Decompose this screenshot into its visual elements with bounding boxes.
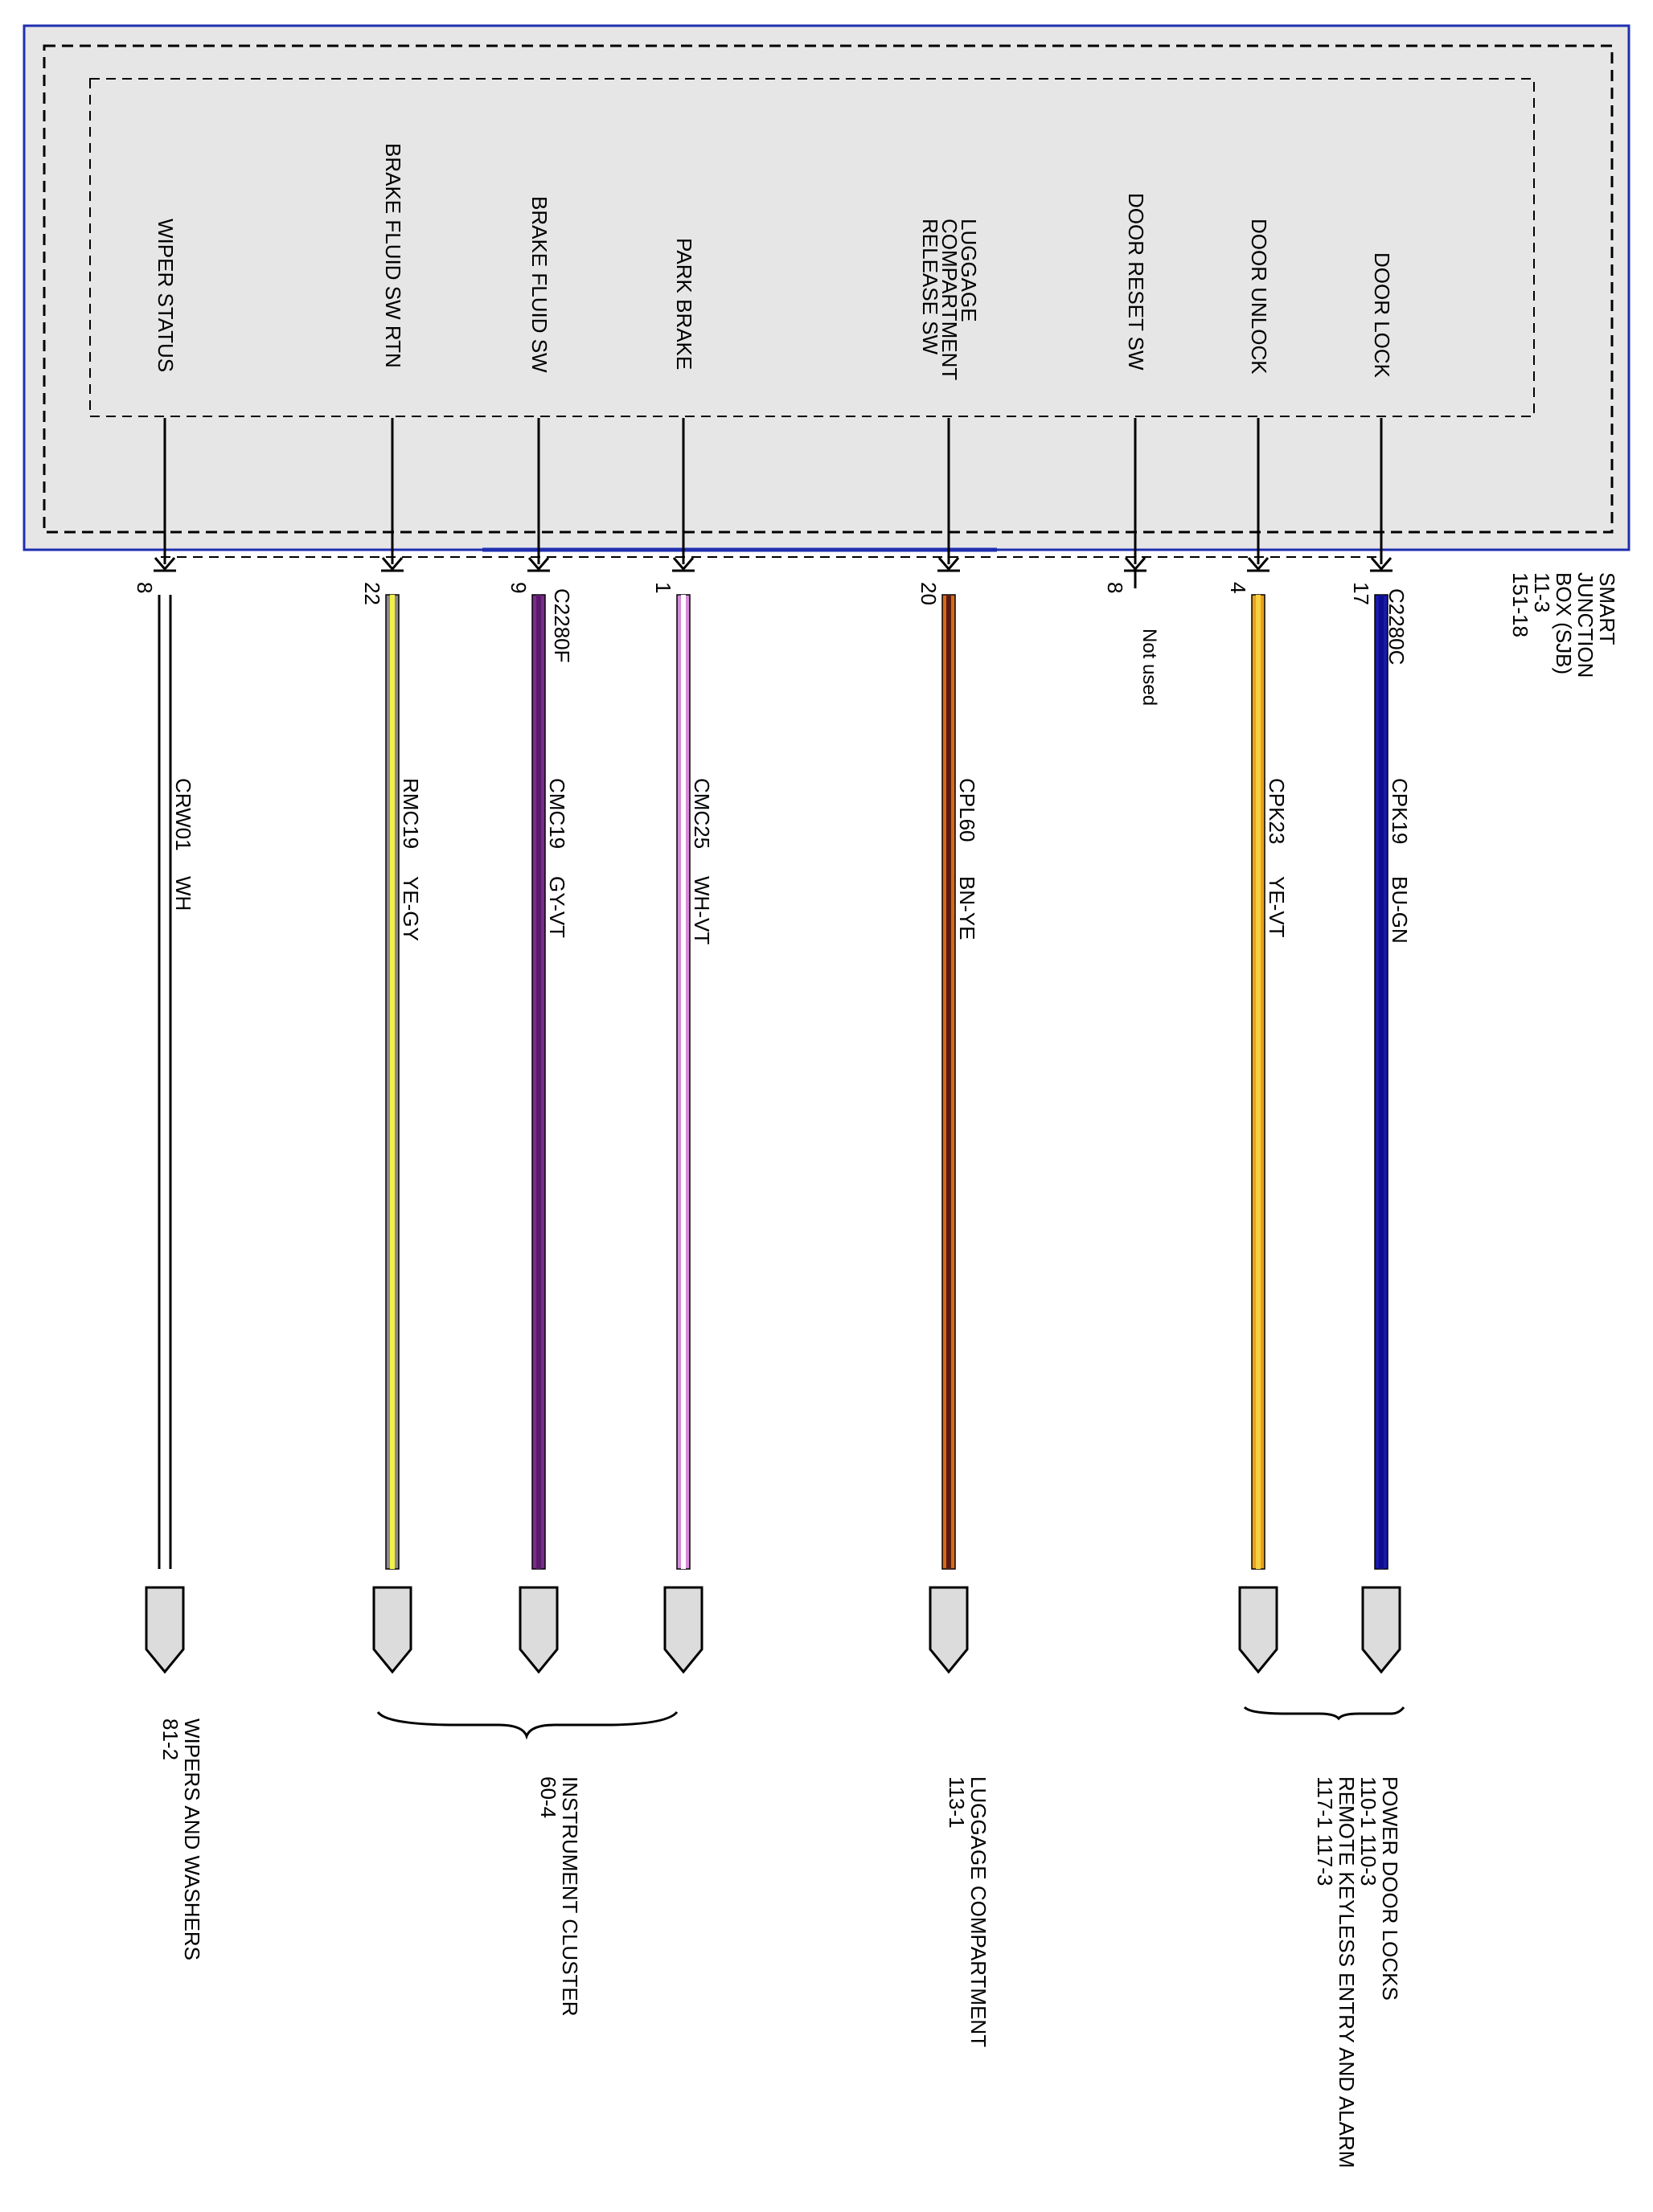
destination-line: INSTRUMENT CLUSTER [558, 1776, 582, 2017]
destination-line: 81-2 [158, 1718, 183, 1760]
pin-arrow [381, 557, 404, 571]
wire-id: CPL60 [955, 778, 979, 842]
wire-color-code: BU-GN [1388, 876, 1412, 944]
module-outer-dashed-border [43, 44, 1614, 534]
wire-stripe [390, 595, 395, 1569]
wire-color-code: GY-VT [545, 876, 569, 938]
pin-number: 20 [917, 582, 941, 605]
module-outline [23, 24, 1630, 551]
wire-stripe [536, 595, 541, 1569]
connector-id-left: C2280F [550, 588, 574, 663]
wire-color-code: YE-GY [399, 876, 423, 941]
destination-power-door-locks: POWER DOOR LOCKS 110-1 110-3 REMOTE KEYL… [1313, 1776, 1402, 2174]
wire-color-code: WH-VT [690, 876, 714, 944]
wire-color-code: BN-YE [955, 876, 979, 940]
wire-id: CMC25 [690, 778, 714, 849]
destination-line: REMOTE KEYLESS ENTRY AND ALARM [1335, 1776, 1359, 2168]
wire-stripe [1379, 595, 1384, 1569]
module-name-line: JUNCTION [1573, 572, 1598, 678]
destination-wipers-and-washers: WIPERS AND WASHERS 81-2 [158, 1718, 204, 1966]
inline-connector [372, 1586, 412, 1674]
inline-connector [929, 1586, 969, 1674]
destination-line: 113-1 [945, 1776, 969, 1829]
wire-id: CPK19 [1388, 778, 1412, 844]
pin-arrow [937, 557, 960, 571]
wire-id: CMC19 [545, 778, 569, 849]
circuit-label-line: COMPARTMENT [937, 219, 962, 380]
pin-arrow [672, 557, 695, 571]
wire-stripe [681, 595, 686, 1569]
destination-line: 110-1 110-3 [1356, 1776, 1380, 1886]
pin-number: 8 [133, 582, 157, 593]
module-inner-dashed-border [89, 78, 1535, 417]
not-used-note: Not used [1138, 629, 1160, 706]
module-name-line: BOX (SJB) [1552, 572, 1576, 674]
circuit-label: BRAKE FLUID SW [527, 196, 552, 373]
pin-number: 4 [1226, 582, 1250, 593]
circuit-label: WIPER STATUS [154, 219, 178, 372]
module-name-line: 151-18 [1508, 572, 1532, 637]
module-name-line: SMART [1595, 572, 1619, 645]
wire-stripe [946, 595, 951, 1569]
pin-number: 22 [360, 582, 384, 605]
pin-number: 1 [651, 582, 675, 593]
destination-luggage-compartment: LUGGAGE COMPARTMENT 113-1 [945, 1776, 991, 2053]
inline-connector [663, 1586, 703, 1674]
circuit-label: PARK BRAKE [672, 238, 696, 370]
destination-line: 117-1 117-3 [1313, 1776, 1337, 1886]
pin-arrow [154, 557, 176, 571]
circuit-label-line: LUGGAGE [957, 219, 981, 322]
pin-number: 8 [1103, 582, 1127, 593]
circuit-label: DOOR RESET SW [1124, 193, 1148, 371]
pin-number: 17 [1349, 582, 1373, 605]
pin-arrow [1124, 557, 1146, 571]
module-name: SMART JUNCTION BOX (SJB) 11-3 151-18 [1508, 572, 1619, 684]
destination-line: WIPERS AND WASHERS [180, 1718, 204, 1960]
wire-color-code: WH [171, 876, 195, 911]
module-name-line: 11-3 [1530, 572, 1554, 612]
inline-connector [519, 1586, 559, 1674]
wire-stripe [1256, 595, 1261, 1569]
circuit-label-line: RELEASE SW [918, 219, 942, 355]
instrument-cluster-brace [376, 1710, 679, 1740]
door-locks-brace [1243, 1706, 1405, 1721]
smart-junction-box [23, 24, 1630, 558]
destination-line: LUGGAGE COMPARTMENT [966, 1776, 991, 2047]
pin-arrow [527, 557, 550, 571]
circuit-label: DOOR UNLOCK [1247, 219, 1271, 375]
circuit-label: DOOR LOCK [1370, 252, 1394, 379]
pin-arrow [1370, 557, 1393, 571]
pin-number: 9 [507, 582, 531, 593]
destination-instrument-cluster: INSTRUMENT CLUSTER 60-4 [536, 1776, 582, 2022]
pin-arrow [1247, 557, 1269, 571]
destination-line: 60-4 [536, 1776, 560, 1818]
connector-id-right: C2280C [1384, 588, 1409, 665]
wire-id: CPK23 [1265, 778, 1289, 844]
destination-line: POWER DOOR LOCKS [1378, 1776, 1402, 2001]
inline-connector [1238, 1586, 1278, 1674]
circuit-label: BRAKE FLUID SW RTN [381, 143, 405, 368]
wire-id: RMC19 [399, 778, 423, 849]
inline-connector [145, 1586, 185, 1674]
inline-connector [1361, 1586, 1401, 1674]
wire-color-code: YE-VT [1265, 876, 1289, 938]
wire-id: CRW01 [171, 778, 195, 851]
